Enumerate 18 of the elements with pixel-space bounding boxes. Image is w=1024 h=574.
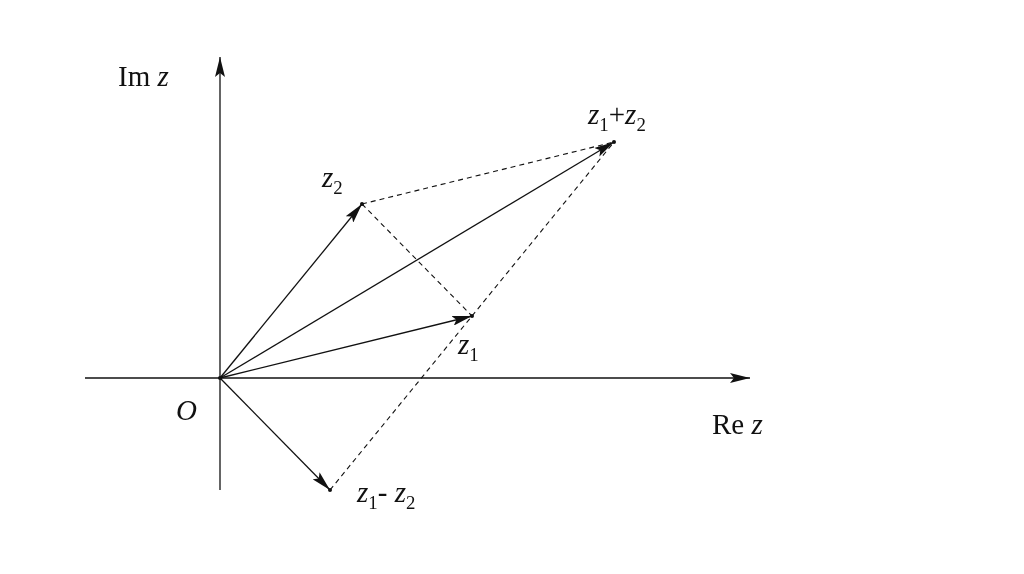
point-label: z$_{2}$ bbox=[322, 163, 343, 198]
vector-arrow bbox=[219, 203, 363, 379]
point-dot bbox=[360, 202, 364, 206]
point-dot bbox=[470, 314, 474, 318]
dashed-line bbox=[361, 141, 615, 205]
point-dot bbox=[218, 376, 222, 380]
vector-arrow bbox=[219, 141, 615, 379]
point-label: z$_{1}$ bbox=[458, 330, 479, 365]
dashed-line bbox=[361, 203, 473, 317]
point-dot bbox=[612, 140, 616, 144]
point-label: O bbox=[176, 396, 197, 425]
point-label: z$_{1}$- z$_{2}$ bbox=[357, 478, 416, 513]
axis-label: Re z bbox=[712, 410, 763, 439]
point-label: z$_{1}$+z$_{2}$ bbox=[588, 100, 646, 135]
vector-arrow bbox=[219, 377, 331, 491]
point-dot bbox=[328, 488, 332, 492]
vector-arrow bbox=[219, 315, 473, 379]
axis-label: Im z bbox=[118, 62, 169, 91]
